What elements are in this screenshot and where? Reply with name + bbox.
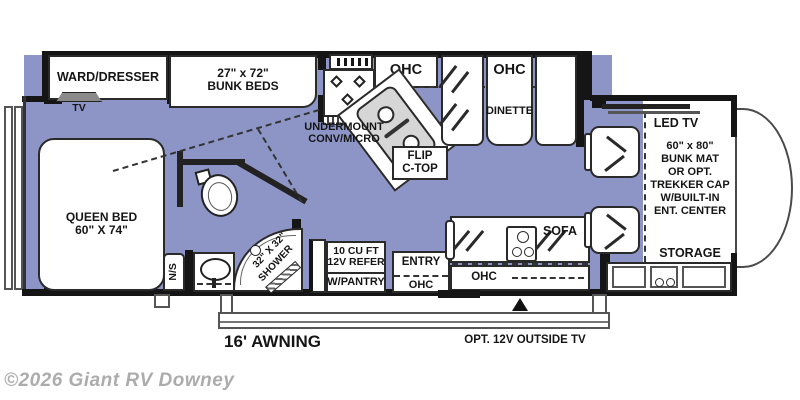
awning-label: 16' AWNING bbox=[224, 332, 321, 351]
bunk-beds-label-1: 27" x 72" bbox=[217, 66, 269, 80]
tv-mount-block bbox=[592, 98, 606, 108]
sofa-dash bbox=[452, 263, 588, 265]
pantry-label: W/PANTRY bbox=[327, 276, 385, 288]
range-vent bbox=[329, 54, 373, 70]
led-tv-bar bbox=[602, 104, 690, 109]
queen-bed-label-2: 60" X 74" bbox=[75, 223, 128, 237]
sofa-label: SOFA bbox=[542, 224, 578, 238]
cab-bunk-text-2: OR OPT. bbox=[667, 166, 712, 178]
bath-wall-horizontal bbox=[177, 159, 245, 165]
outside-tv-label: OPT. 12V OUTSIDE TV bbox=[464, 334, 586, 346]
led-tv-bar-2 bbox=[608, 111, 700, 114]
watermark: ©2026 Giant RV Downey bbox=[4, 370, 235, 391]
shower-drain bbox=[250, 245, 261, 256]
dinette-ohc-label: OHC bbox=[493, 62, 526, 78]
flip-ctop-label-1: FLIP bbox=[407, 150, 433, 162]
outside-tv-marker bbox=[512, 298, 528, 311]
passenger-seat bbox=[590, 206, 640, 254]
bedroom-tv-label: TV bbox=[72, 102, 86, 114]
storage-bay-2 bbox=[650, 266, 678, 288]
wall-cab-top bbox=[590, 95, 737, 101]
entry-label: ENTRY bbox=[401, 256, 441, 268]
bedroom-tv bbox=[56, 92, 102, 102]
wall-left-slide bbox=[23, 96, 26, 294]
cab-bunk-area bbox=[643, 101, 731, 262]
bath-vanity bbox=[193, 252, 235, 292]
dinette-table bbox=[486, 55, 533, 146]
refer-divider-line bbox=[328, 272, 384, 274]
sofa-console bbox=[506, 226, 537, 262]
sofa-ohc-dash bbox=[512, 277, 584, 279]
refrigerator bbox=[326, 241, 386, 293]
wall-cab-step bbox=[583, 52, 592, 100]
queen-bed bbox=[38, 138, 165, 291]
cab-bunk-text-0: 60" x 80" bbox=[666, 140, 714, 152]
refer-label-2: 12V REFER bbox=[327, 256, 385, 268]
pantry-divider bbox=[309, 239, 326, 293]
dinette-label: DINETTE bbox=[485, 105, 534, 117]
cab-bunk-text-3: TREKKER CAP bbox=[650, 179, 730, 191]
awning-arm-2 bbox=[220, 294, 233, 314]
wall-left-upper bbox=[42, 51, 49, 102]
nightstand bbox=[163, 253, 185, 291]
entry-door bbox=[392, 251, 450, 293]
slideout-rail-outer bbox=[4, 106, 13, 290]
driver-seat-armrest bbox=[584, 133, 592, 171]
awning-arm-1 bbox=[154, 294, 170, 308]
led-tv-label: LED TV bbox=[653, 116, 699, 130]
flip-ctop bbox=[392, 146, 448, 180]
kitchen-ohc-label: OHC bbox=[389, 62, 423, 78]
cab-bunk-text-1: BUNK MAT bbox=[661, 153, 719, 165]
bunk-beds-label-2: BUNK BEDS bbox=[207, 79, 279, 93]
flip-ctop-label-2: C-TOP bbox=[402, 163, 438, 175]
sofa-ohc-label: OHC bbox=[471, 271, 497, 283]
entry-dash bbox=[394, 275, 448, 277]
bunk-beds bbox=[169, 55, 317, 108]
dinette-bench-right bbox=[535, 55, 577, 146]
wall-cab-pillar bbox=[600, 252, 610, 294]
passenger-seat-armrest bbox=[584, 212, 592, 248]
wall-step-left bbox=[22, 96, 50, 102]
undermount-label-1: UNDERMOUNT bbox=[304, 121, 384, 133]
storage-bay-3 bbox=[682, 266, 726, 288]
wall-dinette-right bbox=[576, 52, 584, 147]
wall-ns-vanity bbox=[185, 250, 193, 293]
nightstand-label: N/S bbox=[167, 263, 180, 281]
wall-cab-right-upper bbox=[729, 95, 737, 137]
wall-kitchen-b bbox=[318, 95, 326, 122]
wall-cab-bottom bbox=[600, 289, 737, 296]
entry-step-wall bbox=[438, 290, 480, 298]
cab-bunk-text-5: ENT. CENTER bbox=[653, 205, 727, 217]
driver-seat bbox=[590, 126, 640, 178]
wall-cab-right-lower bbox=[729, 253, 737, 296]
cab-front-hood bbox=[735, 108, 793, 268]
entry-ohc-label: OHC bbox=[408, 279, 434, 291]
wall-kitchen-a bbox=[318, 52, 326, 70]
bath-wall-vertical bbox=[177, 151, 183, 207]
ward-dresser-label: WARD/DRESSER bbox=[56, 70, 160, 84]
undermount-label-2: CONV/MICRO bbox=[308, 133, 380, 145]
refer-label-1: 10 CU FT bbox=[333, 245, 379, 257]
sofa-armrest bbox=[445, 220, 455, 260]
wall-shower-top bbox=[292, 219, 301, 232]
storage-label: STORAGE bbox=[659, 246, 721, 260]
wall-top bbox=[42, 51, 592, 58]
cab-bunk-text-4: W/BUILT-IN bbox=[660, 192, 720, 204]
queen-bed-label-1: QUEEN BED bbox=[65, 210, 138, 224]
cab-bunk-dash-edge bbox=[644, 112, 646, 262]
dinette-bench-left bbox=[438, 55, 484, 146]
awning-bar bbox=[218, 312, 610, 329]
slideout-rail-inner bbox=[14, 106, 23, 290]
storage-bay-1 bbox=[612, 266, 646, 288]
